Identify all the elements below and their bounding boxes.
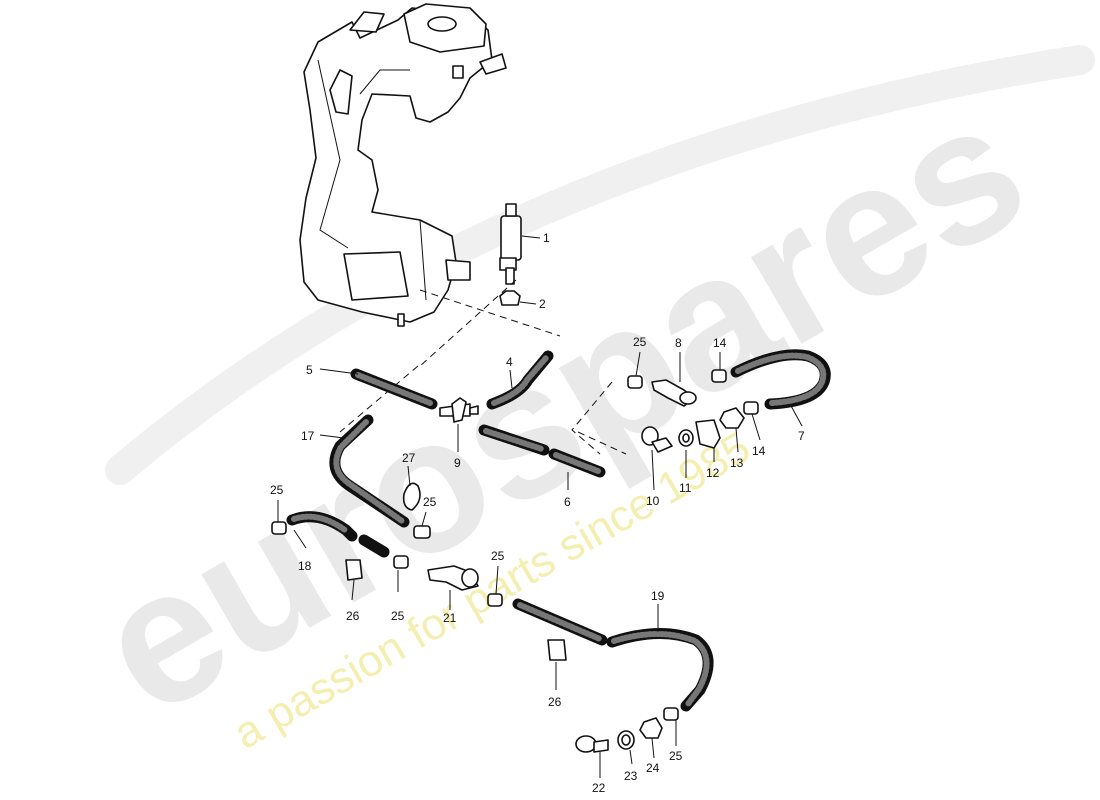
ring-23 [617,730,635,750]
hose-clamp-25-left [271,521,287,535]
reservoir-window [343,251,409,301]
hose-19 [512,598,714,712]
callout-8: 8 [675,336,682,350]
callout-25-lower-left: 25 [391,609,405,623]
callout-11: 11 [679,481,692,495]
washer-pump [499,203,522,285]
callout-23: 23 [624,769,638,783]
reservoir-recess [329,69,353,115]
callout-25-upper: 25 [633,335,647,349]
callout-labels: 1 2 4 5 6 7 8 9 10 11 12 13 14 14 17 18 … [270,231,805,795]
callout-13: 13 [730,456,744,470]
valve-8 [651,379,697,407]
nozzle-22 [575,735,609,753]
hose-clamp-25-upper [627,375,643,389]
hose-17 [329,414,410,528]
reservoir-seam-left [317,59,349,249]
callout-14-lower: 14 [752,444,766,458]
hose-6 [478,424,606,478]
callout-10: 10 [646,494,660,508]
callout-6: 6 [564,495,571,509]
hose-clamp-25-lower-left [393,555,409,569]
callout-7: 7 [798,429,805,443]
hose-clamp-25-bottom-right [663,707,679,721]
nut-24 [639,717,663,739]
callout-12: 12 [706,466,720,480]
callout-26-right: 26 [548,695,562,709]
callout-14-upper: 14 [713,336,727,350]
callout-22: 22 [592,781,606,795]
hose-7 [730,349,831,410]
reservoir-bracket [445,259,471,281]
assembly-line-tee-to-hose17 [339,365,419,433]
washer-reservoir [299,3,507,327]
elbow-nozzle-10 [641,426,673,453]
pump-grommet [499,290,521,306]
ring-11 [678,429,694,447]
callout-18: 18 [298,559,312,573]
callout-25-middle: 25 [423,495,437,509]
callout-25-bottom-right: 25 [669,749,683,763]
callout-1: 1 [543,231,550,245]
hose-clamp-14-lower [743,401,759,415]
callout-21: 21 [443,611,457,625]
watermark: eurospares a passion for parts since 198… [65,45,1095,759]
callout-19: 19 [651,589,665,603]
reservoir-clip [452,65,464,79]
hose-5 [350,368,438,410]
reservoir-mount-tab-left [349,11,385,33]
tee-connector-9 [439,397,479,423]
nut-13 [719,407,745,429]
bracket-12 [695,419,721,449]
hose-clamp-25-lower-center [487,593,503,607]
callout-4: 4 [506,355,513,369]
callout-5: 5 [306,363,313,377]
hose-holder-26-right [547,639,567,661]
reservoir-seam-top [359,69,410,95]
hose-18 [286,511,390,558]
assembly-line-reservoir-to-hose4 [419,289,561,337]
reservoir-drain [397,313,405,327]
hose-clamp-25-middle [413,525,431,539]
clip-27 [402,482,421,511]
reservoir-mount-tab-right [479,53,507,75]
reservoir-seam-front [419,219,427,301]
callout-9: 9 [454,456,461,470]
pump-nozzle [505,267,515,285]
valve-21 [427,565,479,591]
pump-body [500,215,522,261]
callout-2: 2 [539,297,546,311]
assembly-line-bracket-2 [577,431,627,455]
hose-4 [486,350,554,410]
hose-holder-26-left [345,559,363,581]
leader-lines [277,235,803,778]
assembly-line-bracket [571,381,613,455]
callout-26-left: 26 [346,609,360,623]
assembly-line-pump-to-tee [419,279,517,367]
pump-connector [505,203,517,217]
callout-24: 24 [646,761,660,775]
hose-clamp-14-upper [711,369,727,383]
watermark-swoosh [105,45,1095,485]
callout-17: 17 [301,429,315,443]
callout-25-left: 25 [270,483,284,497]
callout-27: 27 [402,451,416,465]
callout-25-lower-center: 25 [491,549,505,563]
reservoir-cap [427,16,457,32]
